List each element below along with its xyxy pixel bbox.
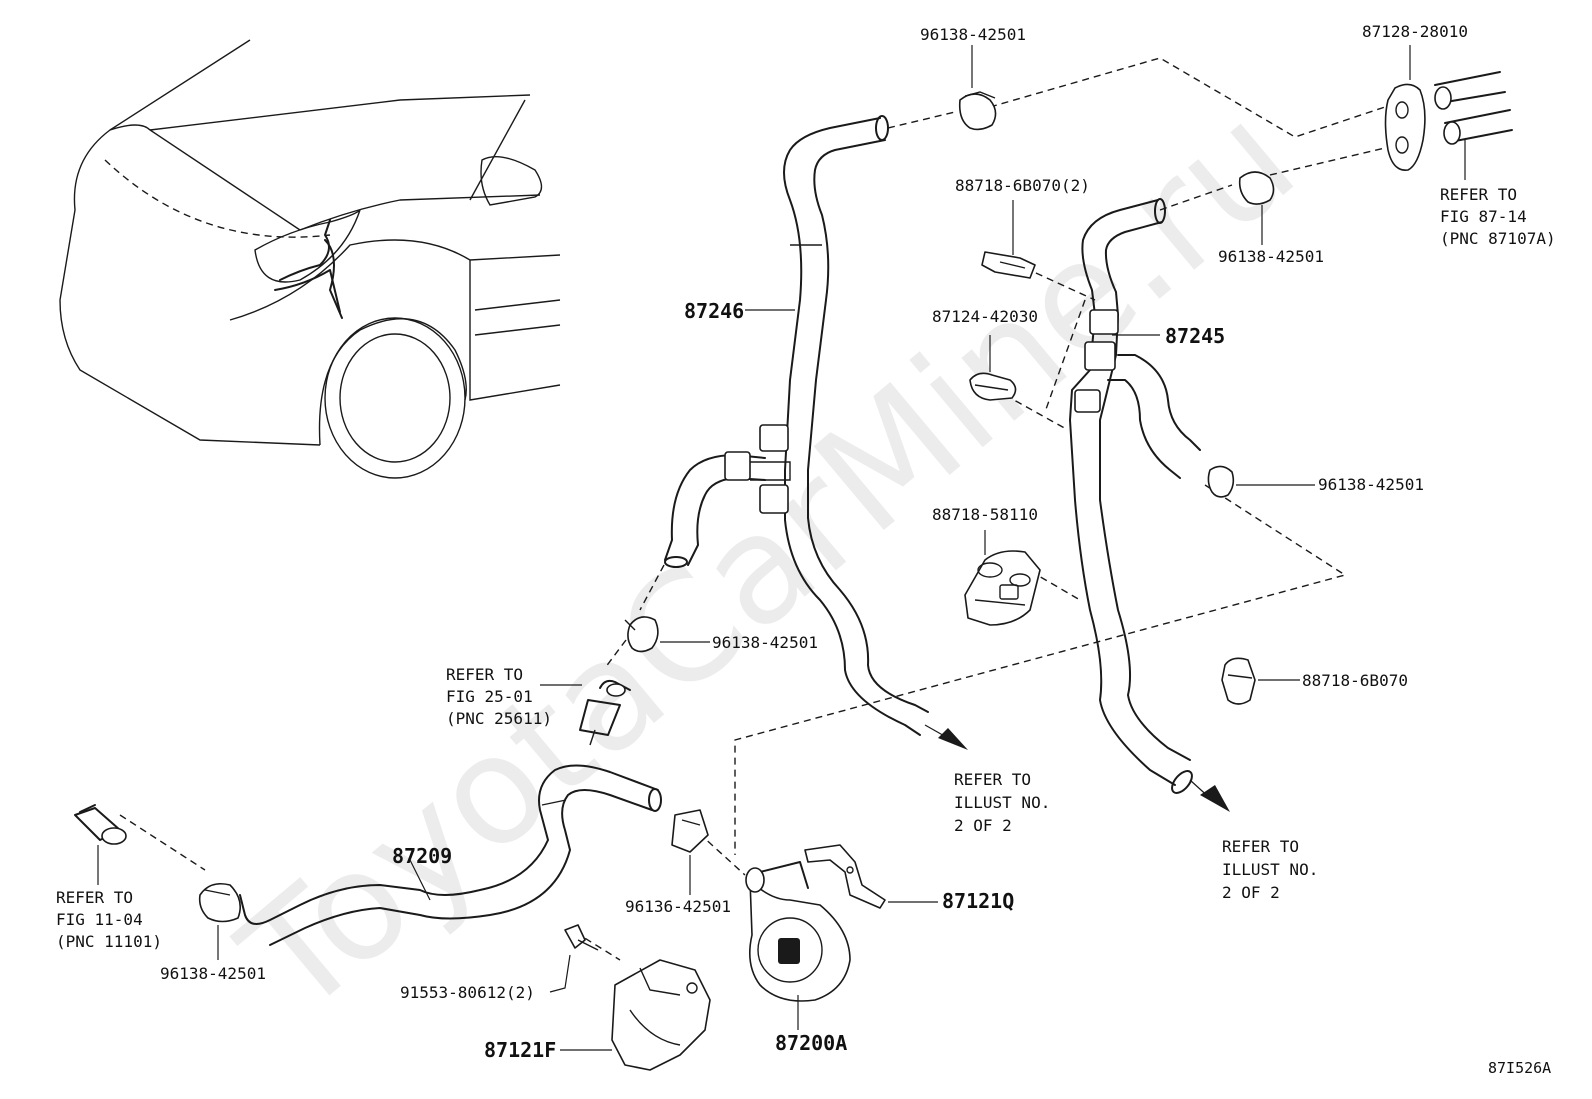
figure-code: 87I526A <box>1488 1059 1551 1077</box>
label-hose-87209: 87209 <box>392 844 452 868</box>
ref-fig-87-14-line2: FIG 87-14 <box>1440 207 1527 226</box>
ref-illust-mid-line1: REFER TO <box>954 770 1031 789</box>
label-clamp-87124: 87124-42030 <box>932 307 1038 326</box>
ref-fig-87-14-line1: REFER TO <box>1440 185 1517 204</box>
ref-illust-right-line2: ILLUST NO. <box>1222 860 1318 879</box>
arrow-to-illust-right <box>1189 779 1230 812</box>
water-pump-87200a <box>745 861 851 1030</box>
vehicle-locator-illustration <box>59 39 561 479</box>
bracket-87121q <box>804 844 938 909</box>
label-clamp-right-mid: 96138-42501 <box>1318 475 1424 494</box>
clamp-87124-42030 <box>969 335 1017 401</box>
label-pump-87200a: 87200A <box>775 1031 847 1055</box>
ref-fig-25-01-line3: (PNC 25611) <box>446 709 552 728</box>
label-clamp-right-top: 96138-42501 <box>1218 247 1324 266</box>
label-bracket-87121q: 87121Q <box>942 889 1014 913</box>
ref-fig-11-04-line1: REFER TO <box>56 888 133 907</box>
ref-illust-right-line3: 2 OF 2 <box>1222 883 1280 902</box>
grommet-87128-28010 <box>1384 45 1513 180</box>
ref-illust-right-line1: REFER TO <box>1222 837 1299 856</box>
hose-87209 <box>239 764 662 946</box>
bolt-91553-80612 <box>549 924 599 993</box>
hose-87246 <box>664 115 929 736</box>
label-hose-87245: 87245 <box>1165 324 1225 348</box>
clip-88718-6b070-2 <box>981 200 1036 279</box>
pipe-fig-25-01 <box>579 679 631 746</box>
ref-fig-25-01-line1: REFER TO <box>446 665 523 684</box>
clamp-96136-42501 <box>671 809 709 895</box>
clip-88718-6b070 <box>1221 657 1300 705</box>
clamp-96138-bottom-left <box>198 882 241 960</box>
label-leaders <box>409 309 1160 901</box>
valve-88718-58110 <box>964 530 1041 626</box>
label-grommet: 87128-28010 <box>1362 22 1468 41</box>
clamp-96138-mid-left <box>624 616 710 653</box>
label-clamp-96136: 96136-42501 <box>625 897 731 916</box>
ref-illust-mid-line3: 2 OF 2 <box>954 816 1012 835</box>
dashed-assembly-lines <box>119 57 1386 961</box>
label-clamp-bottom-left: 96138-42501 <box>160 964 266 983</box>
pipe-fig-11-04 <box>74 804 127 885</box>
label-clip-88718-6b070-2: 88718-6B070(2) <box>955 176 1090 195</box>
ref-fig-25-01-line2: FIG 25-01 <box>446 687 533 706</box>
label-valve-88718-58110: 88718-58110 <box>932 505 1038 524</box>
arrow-to-illust-mid <box>924 724 968 750</box>
ref-illust-mid-line2: ILLUST NO. <box>954 793 1050 812</box>
clamp-96138-right-top <box>1238 171 1275 245</box>
clamp-96138-top <box>958 45 997 131</box>
clamp-96138-right-mid <box>1207 465 1315 498</box>
label-bracket-87121f: 87121F <box>484 1038 556 1062</box>
label-clamp-mid-left: 96138-42501 <box>712 633 818 652</box>
label-clip-88718-6b070: 88718-6B070 <box>1302 671 1408 690</box>
ref-fig-87-14-line3: (PNC 87107A) <box>1440 229 1556 248</box>
hose-87245 <box>1069 198 1201 794</box>
bracket-87121f <box>560 959 711 1071</box>
label-bolt-91553: 91553-80612(2) <box>400 983 535 1002</box>
ref-fig-11-04-line2: FIG 11-04 <box>56 910 143 929</box>
ref-fig-11-04-line3: (PNC 11101) <box>56 932 162 951</box>
label-hose-87246: 87246 <box>684 299 744 323</box>
label-clamp-top: 96138-42501 <box>920 25 1026 44</box>
